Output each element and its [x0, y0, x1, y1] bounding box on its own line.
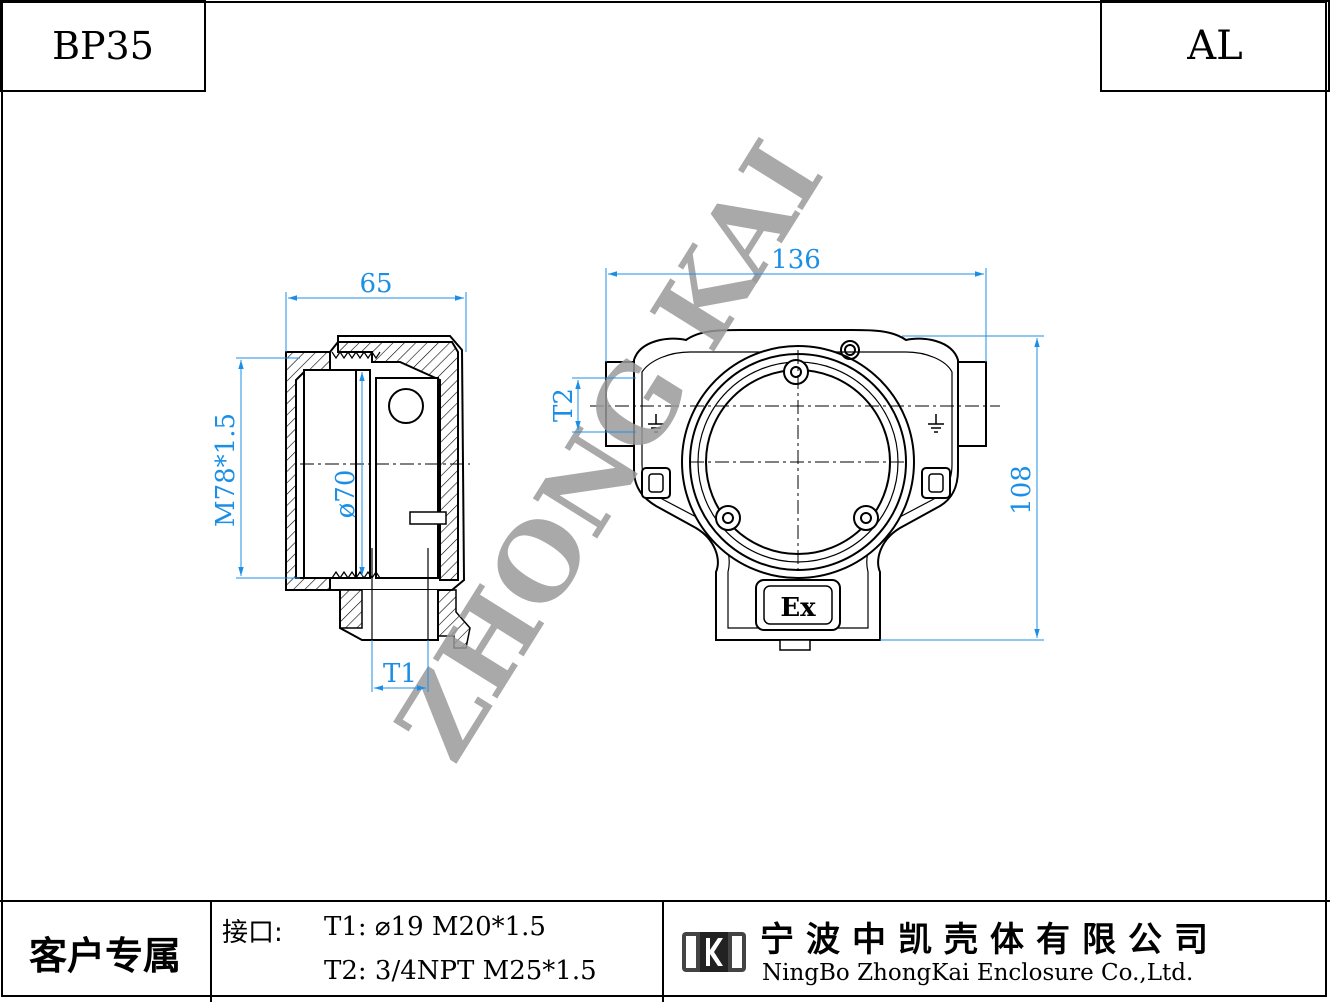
port-t1-spec: T1: ⌀19 M20*1.5 — [324, 912, 546, 942]
company-block: 宁波中凯壳体有限公司 NingBo ZhongKai Enclosure Co.… — [664, 902, 1330, 1002]
dim-t1: T1 — [383, 659, 417, 689]
model-number: BP35 — [0, 0, 206, 92]
material-code: AL — [1100, 0, 1330, 92]
company-name-cn: 宁波中凯壳体有限公司 — [760, 920, 1220, 960]
dim-front-height: 108 — [1007, 465, 1037, 515]
ex-badge: Ex — [780, 593, 816, 623]
company-logo — [682, 932, 746, 972]
title-block: 客户专属 接口: T1: ⌀19 M20*1.5 T2: 3/4NPT M25*… — [0, 900, 1330, 1002]
company-name-en: NingBo ZhongKai Enclosure Co.,Ltd. — [762, 960, 1194, 986]
customer-exclusive-label: 客户专属 — [0, 902, 212, 1002]
dim-side-thread: M78*1.5 — [211, 413, 241, 527]
dim-t2: T2 — [549, 388, 579, 422]
dim-side-width: 65 — [359, 269, 392, 299]
technical-drawing: Ex ZHONG KAI — [211, 121, 1044, 780]
side-section-view — [285, 335, 471, 649]
dim-front-width: 136 — [771, 245, 821, 275]
front-view: Ex — [590, 329, 1000, 651]
dimension-lines — [236, 268, 1044, 692]
port-t2-spec: T2: 3/4NPT M25*1.5 — [324, 956, 597, 986]
dim-inner-diameter: ø70 — [331, 470, 361, 519]
ports-label: 接口: — [222, 918, 283, 948]
ports-spec: 接口: T1: ⌀19 M20*1.5 T2: 3/4NPT M25*1.5 — [212, 902, 664, 1002]
dimension-labels: 65 M78*1.5 ø70 T1 136 108 T2 — [211, 245, 1037, 689]
